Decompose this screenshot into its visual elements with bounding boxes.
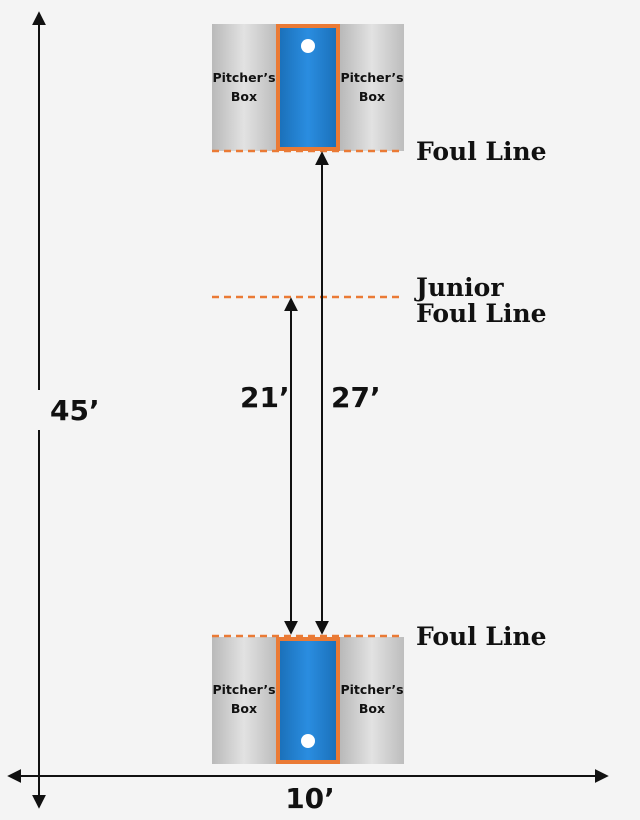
bottom-left-box-label-line2: Box — [231, 701, 257, 716]
top-left-box-label-line1: Pitcher’s — [212, 70, 275, 85]
court-length-label: 45’ — [50, 394, 100, 427]
court-width-label: 10’ — [285, 782, 335, 815]
bottom-right-pitchers-box — [340, 637, 404, 764]
junior-label-line1: Junior — [414, 273, 504, 302]
dimension-arrows: 45’ 10’ 21’ 27’ — [7, 11, 609, 815]
bottom-foul-line-label: Foul Line — [416, 622, 547, 651]
court-width-label-bg — [280, 780, 340, 812]
top-stake-dot — [301, 39, 315, 53]
bottom-pit: Pitcher’s Box Pitcher’s Box Foul Line — [212, 622, 547, 764]
top-right-box-label-line1: Pitcher’s — [340, 70, 403, 85]
top-right-pitchers-box — [340, 24, 404, 151]
top-right-box-label-line2: Box — [359, 89, 385, 104]
court-length-label-bg — [24, 390, 82, 430]
bottom-right-box-label-line2: Box — [359, 701, 385, 716]
regular-distance-label: 27’ — [331, 381, 381, 414]
top-left-box-label-line2: Box — [231, 89, 257, 104]
junior-label-line2: Foul Line — [416, 299, 547, 328]
bottom-stake-dot — [301, 734, 315, 748]
junior-foul-line-group: Junior Foul Line — [212, 273, 547, 328]
top-pit: Pitcher’s Box Pitcher’s Box Foul Line — [212, 24, 547, 166]
bottom-left-box-label-line1: Pitcher’s — [212, 682, 275, 697]
top-foul-line-label: Foul Line — [416, 137, 547, 166]
bottom-right-box-label-line1: Pitcher’s — [340, 682, 403, 697]
junior-distance-label: 21’ — [240, 381, 290, 414]
top-left-pitchers-box — [212, 24, 276, 151]
bottom-left-pitchers-box — [212, 637, 276, 764]
